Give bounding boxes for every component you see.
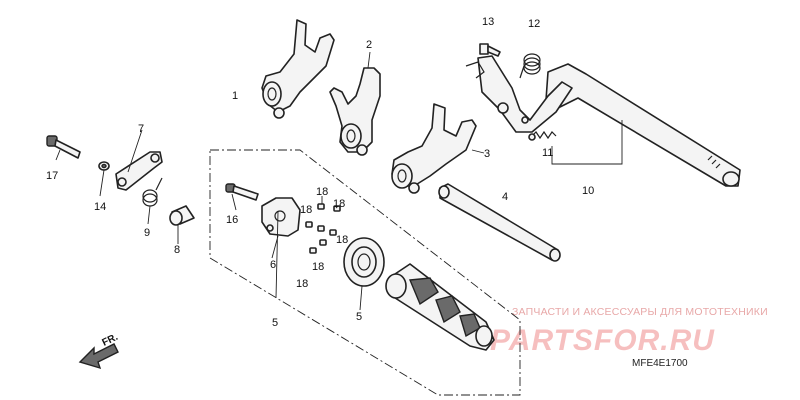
watermark-caption: ЗАПЧАСТИ И АКСЕССУАРЫ ДЛЯ МОТОТЕХНИКИ [512, 306, 768, 318]
fork-shaft [438, 183, 561, 262]
callout-18-e: 18 [312, 261, 324, 273]
callout-3: 3 [484, 148, 490, 160]
callout-1: 1 [232, 90, 238, 102]
callout-16: 16 [226, 214, 238, 226]
bolt-13 [479, 43, 501, 57]
callout-5-bearing: 5 [356, 311, 362, 323]
callout-11: 11 [542, 147, 553, 159]
shift-drum [385, 263, 495, 351]
shift-fork-1 [261, 19, 335, 119]
shift-fork-2 [329, 67, 381, 156]
diagram-code: MFE4E1700 [632, 358, 688, 369]
callout-8: 8 [174, 244, 180, 256]
callout-12: 12 [528, 18, 540, 30]
bolt-17 [46, 135, 81, 159]
front-direction-marker: FR. [78, 332, 120, 370]
callout-2: 2 [366, 39, 372, 51]
stopper-arm-7 [115, 151, 163, 191]
callout-13: 13 [482, 16, 494, 28]
callout-18-f: 18 [296, 278, 308, 290]
callout-18-b: 18 [333, 198, 345, 210]
callout-14: 14 [94, 201, 106, 213]
callout-5-group: 5 [272, 317, 278, 329]
bearing-5 [343, 237, 385, 287]
drum-center-6 [261, 197, 301, 237]
callout-10: 10 [582, 185, 594, 197]
return-spring-12 [519, 53, 541, 79]
callout-17: 17 [46, 170, 58, 182]
callout-7: 7 [138, 123, 144, 135]
pins-18 [305, 203, 341, 254]
leader-lines [55, 51, 623, 311]
stopper-spring-9 [142, 177, 163, 207]
watermark-logo: PARTSFOR.RU [490, 324, 715, 357]
callout-18-c: 18 [300, 204, 312, 216]
drum-group-outline [209, 149, 521, 396]
fr-label: FR. [100, 332, 119, 349]
spring-11 [528, 130, 557, 141]
callout-18-a: 18 [316, 186, 328, 198]
callout-18-d: 18 [336, 234, 348, 246]
washer-14 [98, 161, 110, 171]
collar-8 [169, 205, 195, 226]
shift-fork-3 [391, 103, 477, 194]
bolt-16 [225, 183, 259, 201]
callout-6: 6 [270, 259, 276, 271]
callout-4: 4 [502, 191, 508, 203]
callout-9: 9 [144, 227, 150, 239]
gearshift-spindle [465, 55, 741, 187]
